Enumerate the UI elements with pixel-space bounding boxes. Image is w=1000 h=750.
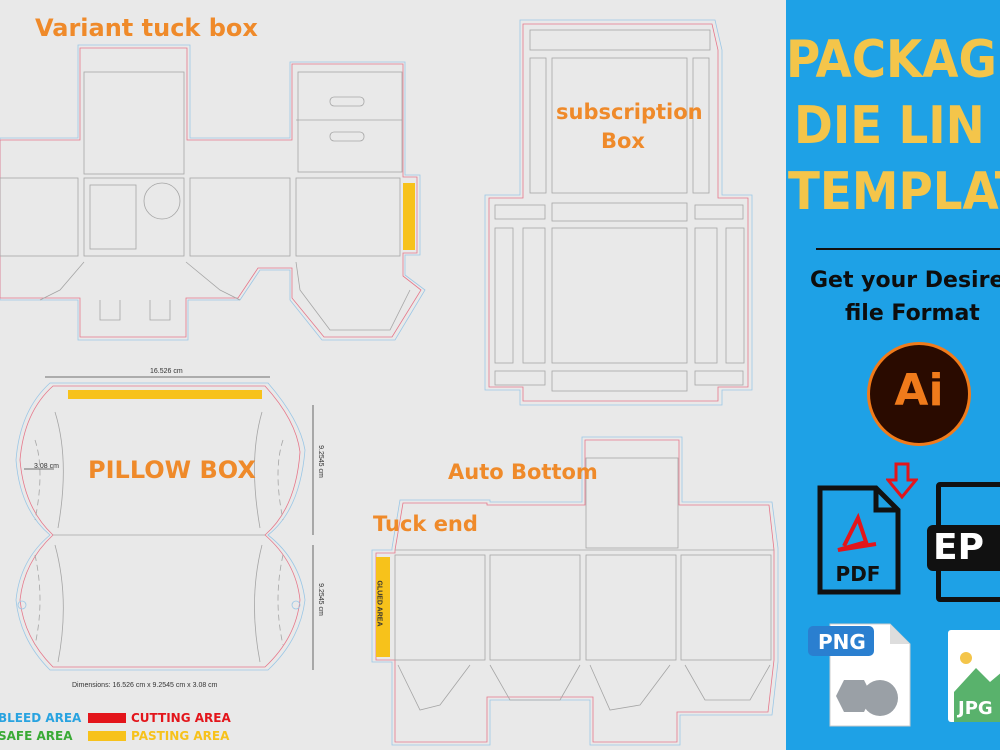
pillow-box-dieline (15, 376, 314, 671)
legend-bleed-area: BLEED AREA (0, 711, 82, 725)
subscription-box-dieline (484, 19, 753, 406)
download-arrow-icon (886, 462, 918, 500)
glued-area-label: GLUED AREA (375, 580, 383, 627)
legend-pasting-area: PASTING AREA (131, 729, 230, 743)
auto-bottom-dieline (371, 436, 779, 746)
pillow-lower-height-dim: 9.2545 cm (316, 583, 324, 616)
pdf-file-icon: PDF (814, 484, 902, 596)
pillow-upper-height-dim: 9.2545 cm (316, 445, 324, 478)
dieline-artwork (0, 19, 779, 746)
png-file-icon: PNG (806, 620, 916, 730)
panel-title-line1: PACKAGIN (786, 30, 1000, 90)
variant-paste-strip (403, 183, 415, 250)
pillow-paste-strip (68, 390, 262, 399)
jpg-file-icon: JPG (948, 630, 1000, 722)
pdf-icon-label: PDF (835, 562, 881, 586)
panel-subtitle-line2: file Format (845, 301, 980, 326)
pillow-dimensions-summary: Dimensions: 16.526 cm x 9.2545 cm x 3.08… (72, 682, 218, 689)
panel-divider (816, 248, 1000, 250)
pillow-width-dim: 16.526 cm (150, 368, 183, 375)
variant-tuck-box-dieline (0, 44, 426, 341)
pillow-side-dim: 3.08 cm (34, 463, 59, 470)
panel-subtitle-line1: Get your Desire (810, 268, 1000, 293)
jpg-icon-label: JPG (958, 698, 993, 719)
subscription-label-line2: Box (601, 129, 645, 153)
illustrator-icon: Ai (867, 342, 971, 446)
tuck-glued-strip (376, 557, 390, 657)
auto-bottom-label: Auto Bottom (448, 460, 598, 484)
eps-file-icon: EP (927, 482, 1000, 602)
eps-icon-label: EP (933, 527, 984, 568)
panel-title-line2: DIE LIN (794, 96, 985, 156)
tuck-end-label: Tuck end (373, 512, 478, 536)
panel-title-line3: TEMPLAT (788, 162, 1000, 222)
illustrator-icon-label: Ai (894, 365, 944, 416)
legend-safe-area: SAFE AREA (0, 729, 73, 743)
promo-panel: PACKAGIN DIE LIN TEMPLAT Get your Desire… (786, 0, 1000, 750)
legend-cutting-swatch (88, 713, 126, 723)
variant-tuck-box-label: Variant tuck box (35, 14, 258, 42)
pillow-box-label: PILLOW BOX (88, 456, 256, 484)
png-icon-label: PNG (818, 630, 866, 654)
legend-pasting-swatch (88, 731, 126, 741)
subscription-label-line1: subscription (556, 100, 703, 124)
legend-cutting-area: CUTTING AREA (131, 711, 231, 725)
